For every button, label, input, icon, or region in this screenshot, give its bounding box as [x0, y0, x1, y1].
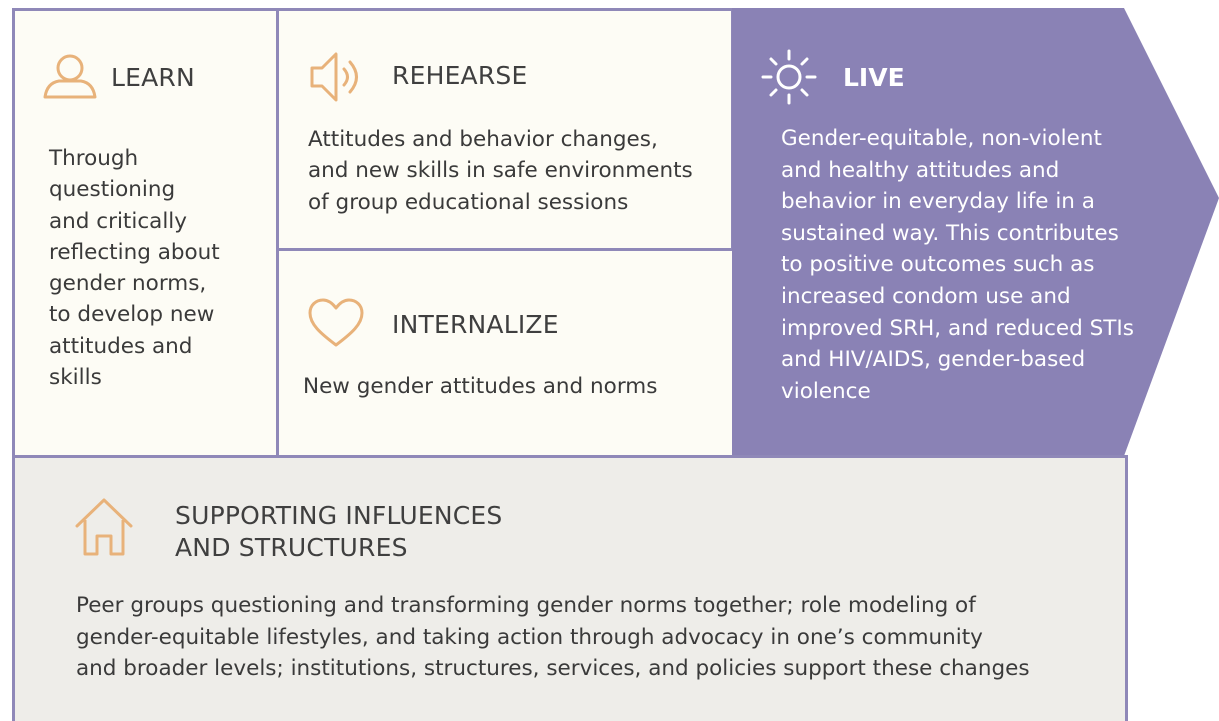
learn-line: reflecting about — [49, 239, 220, 265]
learn-line: and critically — [49, 208, 187, 234]
live-arrow-shape — [732, 8, 1219, 456]
learn-description: Through questioning and critically refle… — [49, 143, 220, 393]
sun-icon — [761, 49, 817, 105]
learn-line: skills — [49, 365, 102, 391]
learn-line: gender norms, — [49, 271, 207, 297]
rehearse-description: Attitudes and behavior changes, and new … — [308, 124, 693, 218]
learn-line: Through — [49, 146, 139, 171]
rehearse-line: of group educational sessions — [308, 189, 629, 215]
rehearse-line: and new skills in safe environments — [308, 158, 693, 184]
live-line: improved SRH, and reduced STIs — [781, 315, 1134, 341]
support-title-line: AND STRUCTURES — [175, 533, 408, 562]
internalize-title: INTERNALIZE — [392, 310, 559, 339]
learn-line: to develop new — [49, 302, 215, 328]
live-line: sustained way. This contributes — [781, 220, 1119, 246]
learn-line: questioning — [49, 177, 176, 203]
house-icon — [75, 498, 133, 556]
live-line: and HIV/AIDS, gender-based — [781, 347, 1086, 373]
support-description: Peer groups questioning and transforming… — [76, 590, 1030, 685]
live-line: increased condom use and — [781, 283, 1071, 309]
support-line: gender-equitable lifestyles, and taking … — [76, 624, 983, 650]
internalize-description: New gender attitudes and norms — [303, 371, 657, 402]
rehearse-title: REHEARSE — [392, 61, 528, 90]
live-line: behavior in everyday life in a — [781, 189, 1095, 215]
support-title: SUPPORTING INFLUENCES AND STRUCTURES — [175, 500, 502, 564]
rehearse-panel: REHEARSE Attitudes and behavior changes,… — [276, 8, 734, 251]
support-line: Peer groups questioning and transforming… — [76, 593, 976, 618]
support-line: and broader levels; institutions, struct… — [76, 656, 1030, 681]
learn-title: LEARN — [111, 63, 195, 92]
internalize-panel: INTERNALIZE New gender attitudes and nor… — [276, 248, 734, 456]
learn-panel: LEARN Through questioning and critically… — [12, 8, 276, 456]
internalize-line: New gender attitudes and norms — [303, 374, 658, 399]
live-line: Gender-equitable, non-violent — [781, 126, 1102, 151]
live-title: LIVE — [843, 63, 905, 92]
learn-line: attitudes and — [49, 333, 193, 359]
speaker-icon — [310, 52, 358, 102]
live-panel: LIVE Gender-equitable, non-violent and h… — [732, 8, 1219, 456]
live-line: violence — [781, 378, 871, 404]
support-panel: SUPPORTING INFLUENCES AND STRUCTURES Pee… — [12, 455, 1128, 721]
heart-icon — [308, 298, 364, 347]
person-icon — [43, 54, 97, 99]
rehearse-line: Attitudes and behavior changes, — [308, 127, 658, 152]
live-description: Gender-equitable, non-violent and health… — [781, 123, 1134, 407]
live-line: and healthy attitudes and — [781, 157, 1060, 183]
live-line: to positive outcomes such as — [781, 252, 1095, 278]
support-title-line: SUPPORTING INFLUENCES — [175, 501, 503, 530]
